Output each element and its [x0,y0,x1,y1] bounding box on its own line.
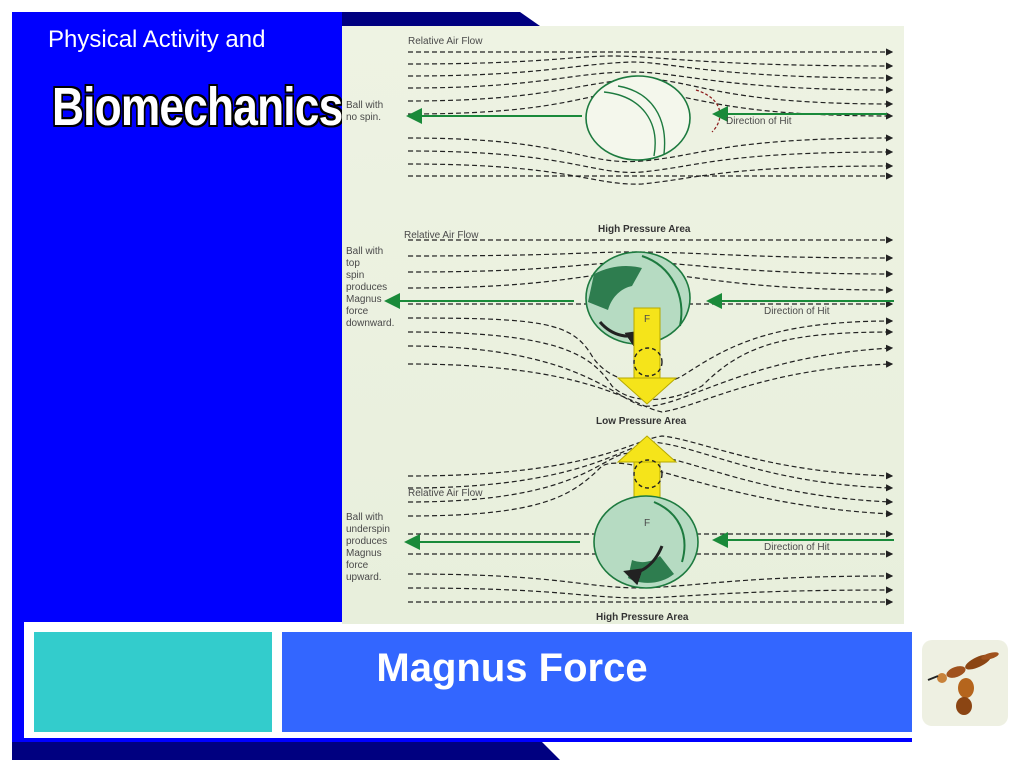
ball-label-line: underspin [346,524,390,535]
slide-title: Magnus Force [376,646,648,690]
ball-label-line: Magnus [346,294,382,305]
header-subtitle: Physical Activity and [48,26,266,53]
magnus-diagram: Relative Air Flow Ball with [342,26,904,624]
ball-label-line: spin [346,270,364,281]
ball-label-line: Magnus [346,548,382,559]
ball-label-line: downward. [346,318,394,329]
ball-label-line: top [346,258,360,269]
hit-label: Direction of Hit [764,306,830,317]
force-label: F [644,518,650,529]
force-label: F [644,314,650,325]
ball-label-line: produces [346,536,387,547]
ball-label-line: Ball with [346,512,383,523]
header-title: Biomechanics [52,77,343,137]
air-flow-label: Relative Air Flow [408,36,483,47]
ball-label-line: no spin. [346,112,381,123]
ball-no-spin [585,75,691,161]
title-band [282,632,912,732]
ball-label-line: upward. [346,572,382,583]
panel-top-spin: High Pressure Area Relative Air Flow [346,224,894,427]
air-flow-label: Relative Air Flow [408,488,483,499]
ball-label-line: force [346,560,369,571]
ball-label-line: produces [346,282,387,293]
left-title-panel [12,12,342,622]
low-pressure-label: Low Pressure Area [596,416,687,427]
mannequin-logo [922,640,1008,726]
high-pressure-label: High Pressure Area [596,612,689,623]
magnus-force-down: F [616,307,678,405]
ball-under-spin: F [593,495,699,589]
panel-under-spin: F Relative Air Flow Ball with underspin … [346,435,894,623]
high-pressure-label: High Pressure Area [598,224,691,235]
ball-label-line: Ball with [346,100,383,111]
ball-label-line: force [346,306,369,317]
air-flow-label: Relative Air Flow [404,230,479,241]
ball-label-line: Ball with [346,246,383,257]
panel-no-spin: Relative Air Flow Ball with [346,36,894,185]
ball-top-spin [585,251,691,348]
hit-label: Direction of Hit [726,116,792,127]
hit-label: Direction of Hit [764,542,830,553]
accent-block [34,632,272,732]
wooden-mannequin-icon [927,652,999,715]
